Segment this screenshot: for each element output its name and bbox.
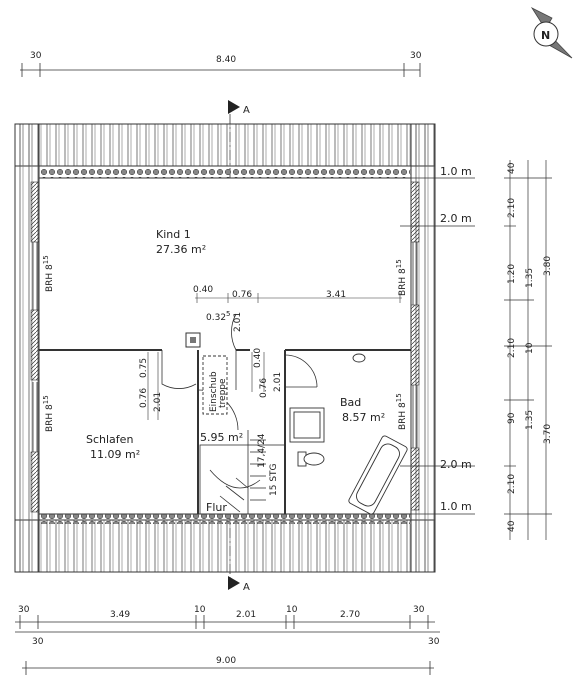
- bathroom-fixtures: [289, 353, 408, 515]
- interior: [38, 177, 412, 515]
- dim-top-left: 30: [30, 51, 42, 61]
- knee-wall-bottom: [39, 514, 411, 524]
- dim-inner-076c: 0.76: [259, 378, 269, 398]
- room-bad-area: 8.57 m²: [342, 411, 385, 424]
- attic-ladder-label-2: treppe: [218, 378, 228, 408]
- section-label-bottom: A: [243, 582, 250, 593]
- dim-bottom-e: 10: [286, 605, 298, 615]
- svg-text:1.35: 1.35: [525, 268, 535, 288]
- dim-inner-040: 0.40: [193, 285, 213, 295]
- dim-bottom-b: 3.49: [110, 610, 130, 620]
- room-schlafen-name: Schlafen: [86, 433, 133, 446]
- stair-steps: 15 STG: [269, 463, 279, 496]
- room-kind-name: Kind 1: [156, 228, 191, 241]
- height-lower: 2.0 m: [440, 458, 472, 471]
- wall-right-2: [410, 304, 420, 386]
- svg-text:BRH 815: BRH 815: [395, 259, 408, 296]
- shower-icon: [289, 407, 325, 443]
- dim-top-right: 30: [410, 51, 422, 61]
- dim-right-col1: 40 2.10 1.20 2.10 90 2.10 40: [507, 162, 517, 532]
- attic-ladder-label-1: Einschub: [209, 371, 219, 412]
- knee-wall-top: [39, 168, 411, 178]
- height-upper: 2.0 m: [440, 212, 472, 225]
- dim-right-col3: 3.80 3.70: [543, 256, 553, 444]
- dim-inner-076b: 0.76: [139, 388, 149, 408]
- wall-left-1: [30, 181, 40, 243]
- dim-inner-201c: 2.01: [273, 372, 283, 392]
- dim-bottom-c: 10: [194, 605, 206, 615]
- svg-text:1.35: 1.35: [525, 410, 535, 430]
- dim-top-main: 8.40: [216, 55, 236, 65]
- dim-inner-341: 3.41: [326, 290, 346, 300]
- dim-inner-032: 0.325: [206, 310, 231, 323]
- section-label-top: A: [243, 105, 250, 116]
- room-schlafen-area: 11.09 m²: [90, 448, 140, 461]
- room-flur-area: 5.95 m²: [200, 431, 243, 444]
- toilet-icon: [303, 452, 325, 466]
- attic-ladder: [202, 355, 228, 415]
- brh-labels: BRH 815 BRH 815 BRH 815 BRH 815: [42, 255, 408, 432]
- windows: [32, 242, 418, 452]
- svg-text:10: 10: [525, 342, 535, 354]
- dim-bottom-row2-right: 30: [428, 637, 440, 647]
- dim-top: 30 8.40 30: [20, 51, 422, 77]
- wall-left-3: [30, 451, 40, 513]
- dim-bottom-g: 30: [413, 605, 425, 615]
- stair-dims: 17,4/24: [257, 433, 267, 468]
- svg-text:2.10: 2.10: [507, 198, 517, 218]
- svg-text:2.10: 2.10: [507, 474, 517, 494]
- dim-inner-040b: 0.40: [253, 348, 263, 368]
- wall-left-2: [30, 309, 40, 381]
- svg-text:BRH 815: BRH 815: [395, 393, 408, 430]
- staircase: [199, 430, 286, 515]
- roof-top: [14, 123, 436, 167]
- dim-right-lines: [504, 160, 552, 540]
- svg-text:BRH 815: BRH 815: [42, 395, 55, 432]
- dim-bottom-total: 9.00: [216, 656, 236, 666]
- svg-text:90: 90: [507, 412, 517, 424]
- room-flur-name: Flur: [206, 501, 227, 514]
- dim-bottom-a: 30: [18, 605, 30, 615]
- dim-bottom-row1: [15, 615, 435, 629]
- dim-inner-201: 2.01: [233, 312, 243, 332]
- wall-right-3: [410, 447, 420, 511]
- dim-bottom-f: 2.70: [340, 610, 360, 620]
- svg-text:2.10: 2.10: [507, 338, 517, 358]
- dim-inner-075: 0.75: [139, 358, 149, 378]
- svg-text:40: 40: [507, 520, 517, 532]
- roof-bottom: [14, 519, 436, 573]
- dim-inner-076: 0.76: [232, 290, 252, 300]
- room-kind-area: 27.36 m²: [156, 243, 206, 256]
- dim-inner-201b: 2.01: [153, 392, 163, 412]
- svg-text:3.80: 3.80: [543, 256, 553, 276]
- dim-bottom-d: 2.01: [236, 610, 256, 620]
- dim-bottom-row2-left: 30: [32, 637, 44, 647]
- svg-text:1.20: 1.20: [507, 264, 517, 284]
- dim-bottom-total-line: [22, 661, 434, 675]
- wall-right-1: [410, 181, 420, 243]
- sink-icon: [352, 353, 366, 363]
- inner-dims: [147, 293, 402, 420]
- height-top: 1.0 m: [440, 165, 472, 178]
- height-bottom: 1.0 m: [440, 500, 472, 513]
- north-arrow-icon: N: [530, 6, 573, 59]
- svg-text:BRH 815: BRH 815: [42, 255, 55, 292]
- svg-text:40: 40: [507, 162, 517, 174]
- dim-right-col2: 1.35 10 1.35: [525, 268, 535, 430]
- room-bad-name: Bad: [340, 396, 361, 409]
- svg-text:N: N: [541, 29, 550, 42]
- svg-text:3.70: 3.70: [543, 424, 553, 444]
- section-marker-bottom: A: [228, 576, 250, 593]
- height-markers: [400, 177, 475, 515]
